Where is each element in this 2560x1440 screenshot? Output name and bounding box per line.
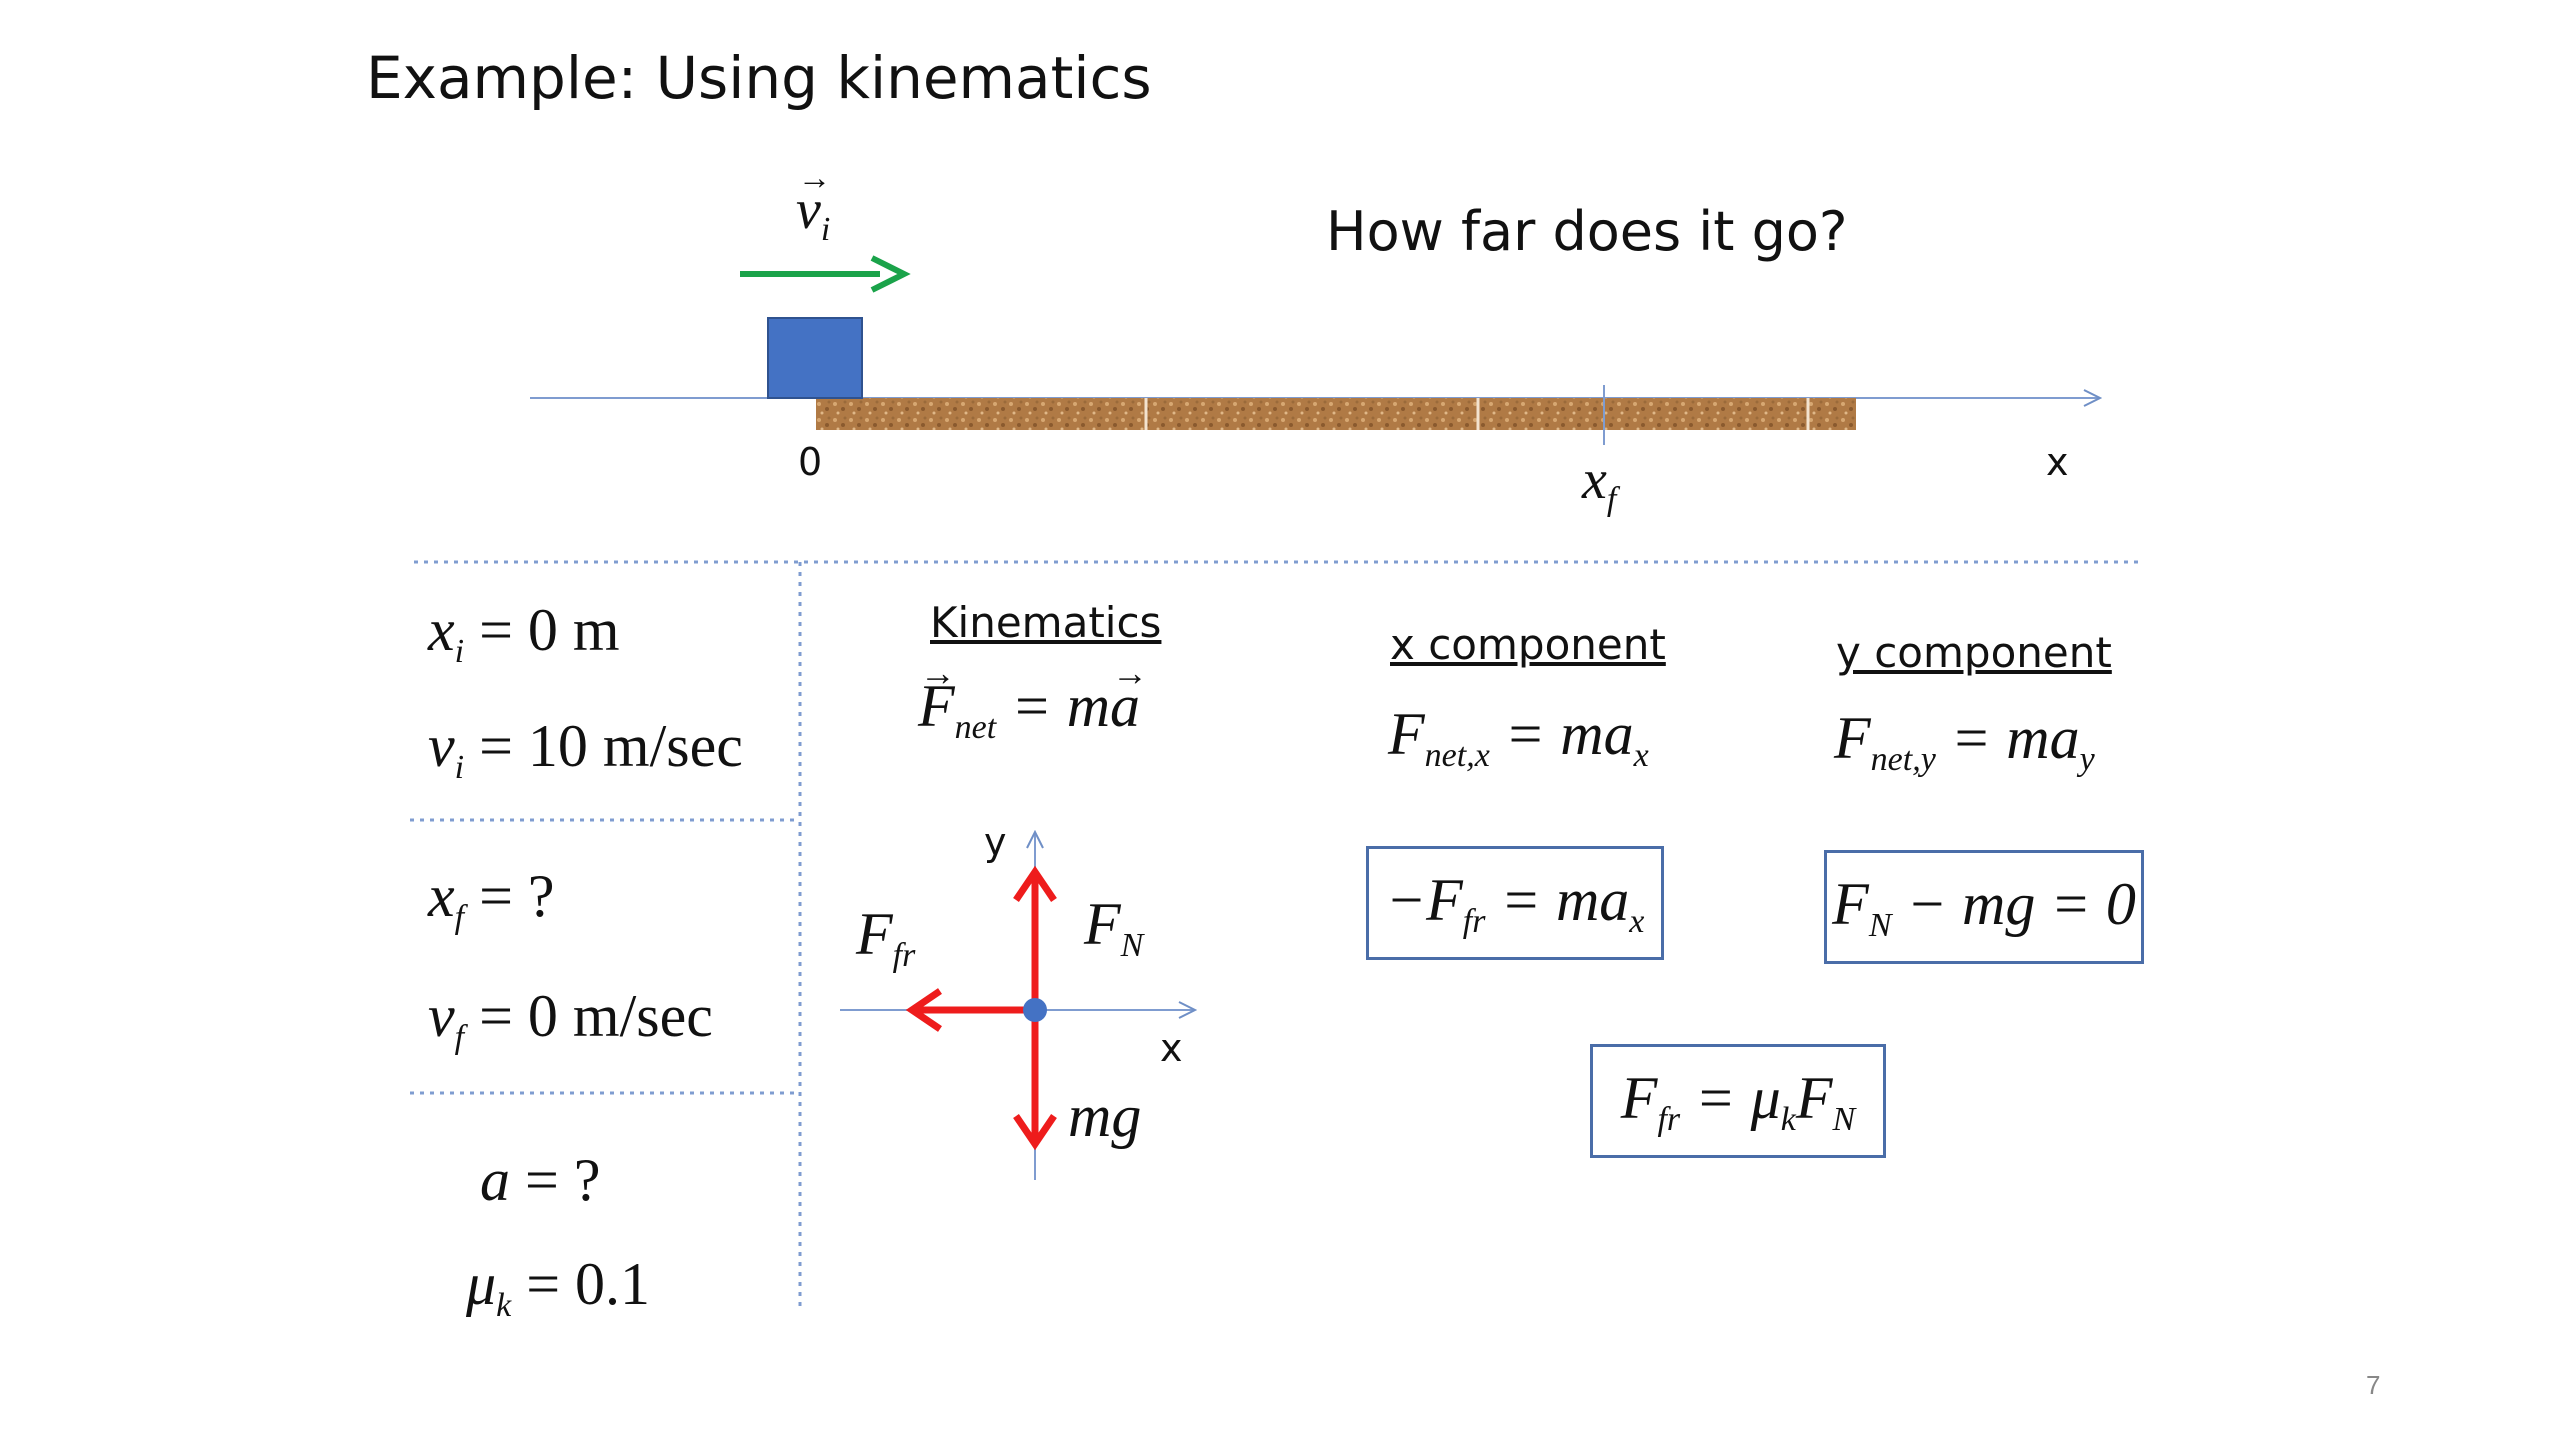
kinematics-heading: Kinematics (930, 598, 1162, 647)
x-component-heading: x component (1390, 620, 1666, 669)
x-axis-label: x (2046, 440, 2069, 484)
y-component-eq: Fnet,y = may (1834, 705, 2095, 778)
velocity-label: vi (796, 160, 831, 249)
friction-surface (816, 398, 1856, 430)
question-text: How far does it go? (1326, 200, 1848, 263)
weight-label: mg (1068, 1083, 1142, 1149)
xf-label: xf (1582, 449, 1617, 518)
friction-relation-box: Ffr = μkFN (1590, 1044, 1886, 1158)
x-component-box: −Ffr = max (1366, 846, 1664, 960)
block (767, 317, 863, 399)
known-vf: vf = 0 m/sec (428, 983, 713, 1056)
slide-title: Example: Using kinematics (366, 44, 1152, 112)
y-component-heading: y component (1836, 628, 2112, 677)
known-vi: vi = 10 m/sec (428, 713, 743, 786)
known-xi: xi = 0 m (428, 597, 620, 670)
fbd-point (1023, 998, 1047, 1022)
newton-second-law: Fnet = ma (918, 652, 1148, 747)
known-mu: μk = 0.1 (466, 1251, 651, 1324)
normal-force-label: FN (1084, 891, 1144, 964)
unknown-a: a = ? (480, 1147, 601, 1213)
y-component-box: FN − mg = 0 (1824, 850, 2144, 964)
x-component-eq: Fnet,x = max (1388, 701, 1649, 774)
known-xf: xf = ? (428, 863, 555, 936)
friction-force-label: Ffr (856, 901, 916, 974)
fbd-y-label: y (984, 820, 1007, 864)
origin-label: 0 (798, 440, 823, 484)
page-number: 7 (2366, 1370, 2381, 1400)
fbd-x-label: x (1160, 1026, 1183, 1070)
